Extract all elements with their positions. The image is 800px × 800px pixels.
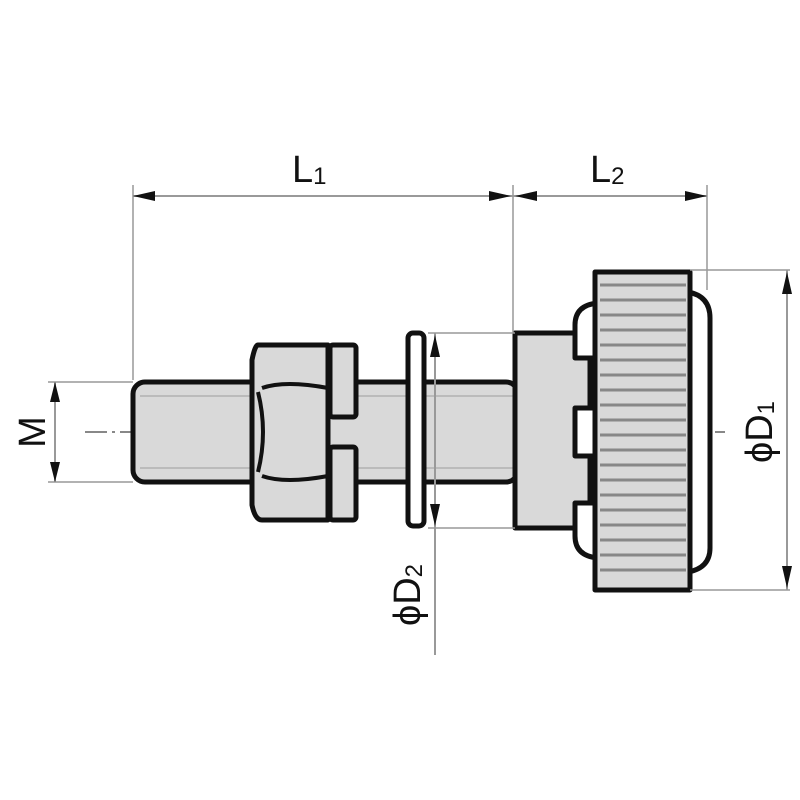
extension-lines <box>48 185 790 591</box>
knurled-head <box>592 269 713 593</box>
dimension-d2 <box>430 333 440 655</box>
head-tabs <box>572 300 601 561</box>
label-m: M <box>12 416 54 448</box>
hex-nut <box>249 342 359 523</box>
dimension-l1 <box>133 191 513 201</box>
label-d1: ϕD1 <box>739 401 781 463</box>
label-l2: L2 <box>590 149 625 191</box>
washer <box>405 330 427 529</box>
dimension-m <box>50 382 60 482</box>
label-l1: L1 <box>292 149 327 191</box>
dimension-l2 <box>513 191 707 201</box>
label-d2: ϕD2 <box>387 564 429 626</box>
dimension-d1 <box>782 270 792 590</box>
